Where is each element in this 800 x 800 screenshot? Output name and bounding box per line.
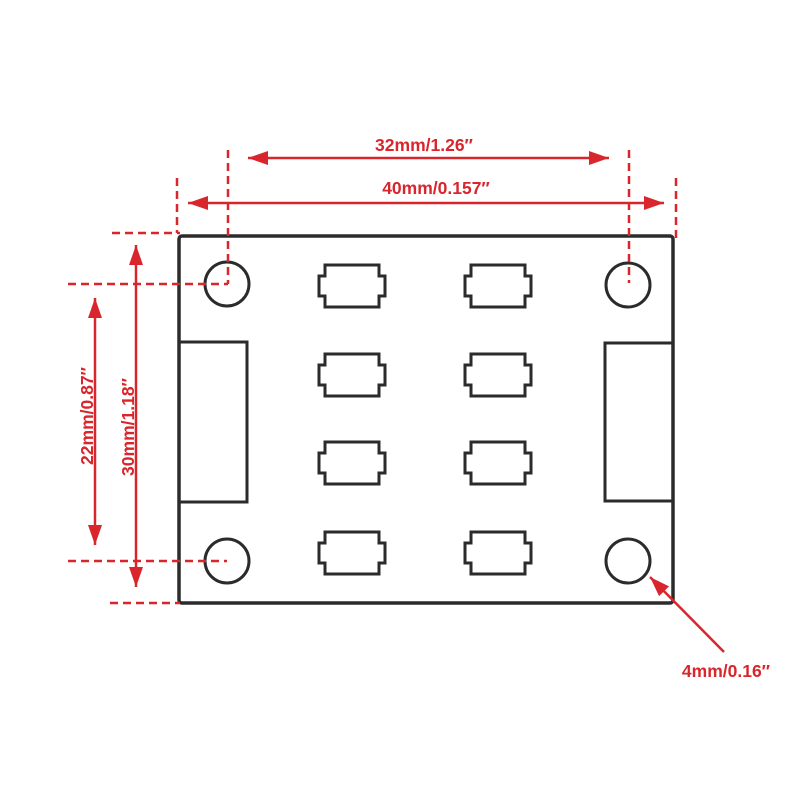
right-side-slot	[603, 341, 675, 503]
plate-outline	[177, 234, 675, 605]
plate-body	[177, 234, 675, 605]
solder-pad-grid	[317, 263, 533, 576]
dimension-labels: 32mm/1.26″ 40mm/0.157″ 22mm/0.87″ 30mm/1…	[77, 135, 771, 681]
dimension-arrows	[88, 151, 725, 653]
mounting-hole-top-right	[604, 261, 652, 309]
dim-arrow-hole-diameter-pointer	[649, 576, 725, 653]
solder-pad	[463, 440, 533, 486]
dim-label-overall-width: 40mm/0.157″	[382, 178, 490, 198]
solder-pad	[463, 263, 533, 309]
dim-label-overall-height: 30mm/1.18″	[118, 377, 138, 476]
mounting-hole-bottom-right	[604, 537, 652, 585]
solder-pad	[463, 352, 533, 398]
dim-label-hole-diameter: 4mm/0.16″	[682, 661, 771, 681]
dim-label-hole-spacing-vertical: 22mm/0.87″	[77, 366, 97, 465]
extension-lines	[68, 150, 678, 605]
left-side-slot	[177, 340, 249, 504]
solder-pad	[317, 263, 387, 309]
dim-label-hole-spacing-horizontal: 32mm/1.26″	[375, 135, 474, 155]
solder-pad	[317, 440, 387, 486]
solder-pad	[317, 530, 387, 576]
solder-pad	[317, 352, 387, 398]
solder-pad	[463, 530, 533, 576]
